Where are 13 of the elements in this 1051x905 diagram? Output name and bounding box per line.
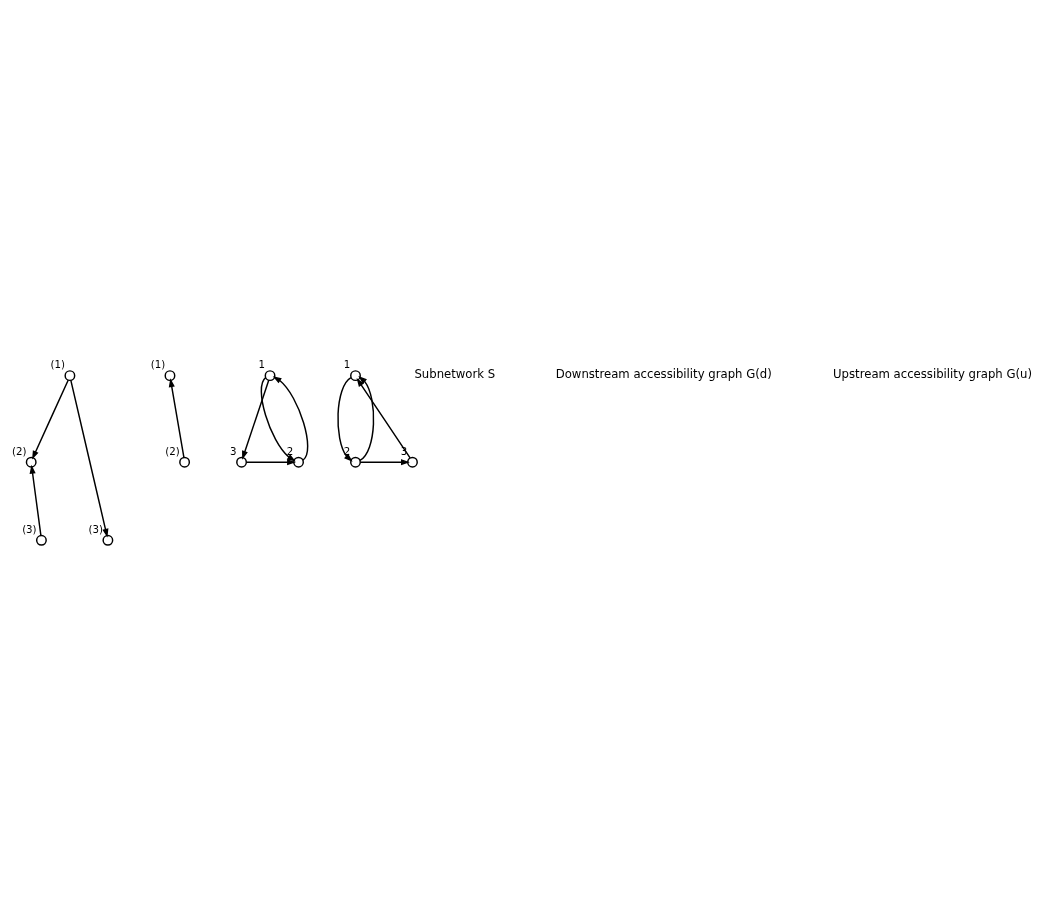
node-label: 1 xyxy=(343,359,351,371)
node-label: (3) xyxy=(22,523,37,535)
node-label: (1) xyxy=(150,359,166,371)
label: Upstream accessibility graph G(u) xyxy=(833,367,1032,382)
node-label: (3) xyxy=(88,523,104,535)
label: Subnetwork S xyxy=(414,367,496,382)
node-label: 3 xyxy=(229,445,237,457)
label: Downstream accessibility graph G(d) xyxy=(555,367,772,382)
node-label: (1) xyxy=(50,359,66,371)
node-label: 1 xyxy=(258,359,265,371)
node-label: (2) xyxy=(165,445,180,457)
node-label: (2) xyxy=(11,445,27,457)
node-label: 2 xyxy=(286,445,294,457)
